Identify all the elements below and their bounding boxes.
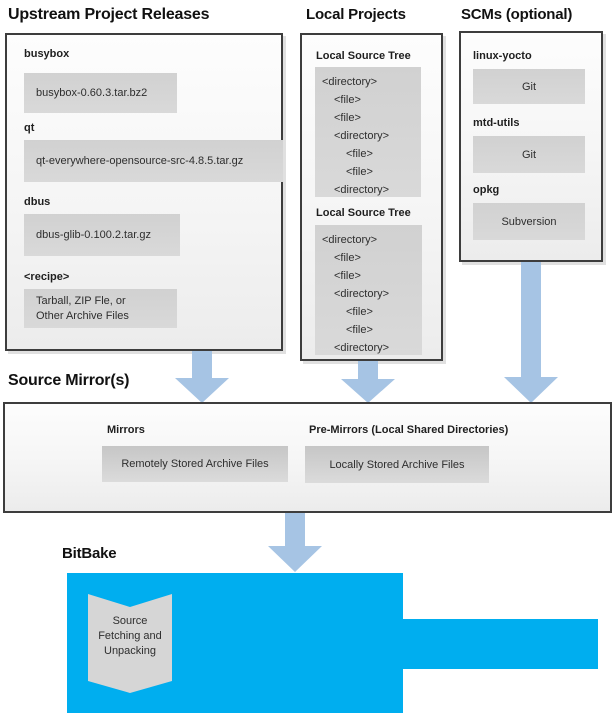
tree-entry: <directory> [322, 234, 378, 246]
source-archive-box: dbus-glib-0.100.2.tar.gz [24, 214, 180, 256]
archive-filename: dbus-glib-0.100.2.tar.gz [36, 229, 151, 241]
tree-entry: <directory> [334, 342, 390, 354]
down-arrow-icon [341, 361, 395, 403]
scm-type: Subversion [501, 215, 557, 228]
mirrors-archive-text: Remotely Stored Archive Files [121, 458, 269, 470]
premirrors-archive-text: Locally Stored Archive Files [329, 458, 465, 471]
source-tree-listing: <directory> <file> <file> <directory> <f… [315, 225, 422, 355]
bitbake-title: BitBake [62, 545, 117, 562]
source-tree-listing: <directory> <file> <file> <directory> <f… [315, 67, 421, 197]
source-archive-box: Tarball, ZIP Fle, or Other Archive Files [24, 289, 177, 328]
down-arrow-icon [268, 513, 322, 572]
scm-type-box: Git [473, 136, 585, 173]
source-mirrors-box: Mirrors Remotely Stored Archive Files Pr… [3, 402, 612, 513]
source-fetching-step: Source Fetching and Unpacking [88, 594, 172, 693]
archive-type-line: Tarball, ZIP Fle, or [36, 294, 126, 307]
recipe-name-label: dbus [24, 196, 51, 208]
bitbake-box: Source Fetching and Unpacking [67, 573, 403, 713]
scms-title: SCMs (optional) [461, 6, 573, 23]
step-line: Fetching and [98, 630, 162, 642]
tree-entry: <file> [346, 306, 373, 318]
tree-entry: <directory> [334, 288, 390, 300]
scm-type: Git [521, 80, 537, 93]
recipe-name-label: busybox [24, 48, 70, 60]
source-archive-box: qt-everywhere-opensource-src-4.8.5.tar.g… [24, 140, 283, 182]
tree-entry: <directory> [334, 184, 390, 196]
premirrors-label: Pre-Mirrors (Local Shared Directories) [309, 424, 509, 436]
tree-entry: <directory> [334, 130, 390, 142]
scm-recipe-label: mtd-utils [473, 117, 520, 129]
tree-entry: <file> [334, 252, 361, 264]
tree-entry: <file> [334, 270, 361, 282]
down-arrow-icon [504, 262, 558, 403]
source-mirrors-title: Source Mirror(s) [8, 372, 130, 389]
premirrors-archive-box: Locally Stored Archive Files [305, 446, 489, 483]
local-source-tree-label: Local Source Tree [316, 50, 411, 62]
mirrors-label: Mirrors [107, 424, 145, 436]
tree-entry: <file> [334, 112, 361, 124]
mirrors-archive-box: Remotely Stored Archive Files [102, 446, 288, 482]
scm-type: Git [521, 148, 537, 161]
recipe-name-label: <recipe> [24, 271, 70, 283]
scm-type-box: Subversion [473, 203, 585, 240]
tree-entry: <file> [346, 148, 373, 160]
scm-type-box: Git [473, 69, 585, 104]
tree-entry: <file> [334, 94, 361, 106]
archive-type-line: Other Archive Files [36, 309, 129, 322]
upstream-releases-title: Upstream Project Releases [8, 6, 210, 23]
archive-filename: qt-everywhere-opensource-src-4.8.5.tar.g… [36, 155, 244, 167]
down-arrow-icon [175, 351, 229, 403]
upstream-releases-box: busybox busybox-0.60.3.tar.bz2 qt qt-eve… [5, 33, 283, 351]
step-line: Unpacking [104, 645, 156, 657]
tree-entry: <file> [346, 324, 373, 336]
local-projects-box: Local Source Tree <directory> <file> <fi… [300, 33, 443, 361]
scm-recipe-label: opkg [473, 184, 500, 196]
scm-recipe-label: linux-yocto [473, 50, 532, 62]
local-projects-title: Local Projects [306, 6, 406, 23]
scms-box: linux-yocto Git mtd-utils Git opkg Subve… [459, 31, 603, 262]
source-archive-box: busybox-0.60.3.tar.bz2 [24, 73, 177, 113]
recipe-name-label: qt [24, 122, 35, 134]
step-line: Source [112, 615, 148, 627]
local-source-tree-label: Local Source Tree [316, 207, 411, 219]
tree-entry: <file> [346, 166, 373, 178]
tree-entry: <directory> [322, 76, 378, 88]
bitbake-pipeline-connector [403, 619, 598, 669]
archive-filename: busybox-0.60.3.tar.bz2 [36, 87, 148, 99]
